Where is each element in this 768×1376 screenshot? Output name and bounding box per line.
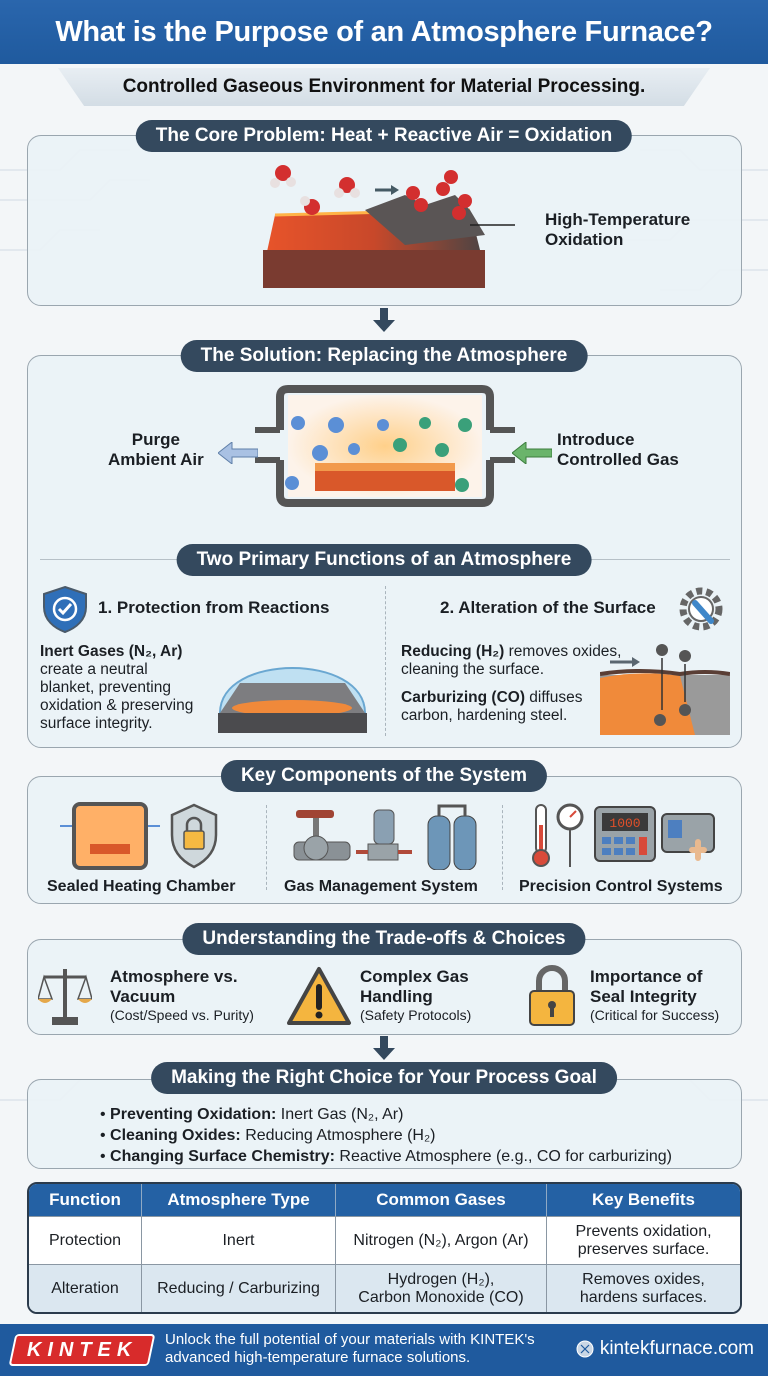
choice-bullet: • Changing Surface Chemistry: Reactive A… (100, 1148, 673, 1165)
warning-triangle-icon (287, 967, 351, 1025)
table-cell: Removes oxides,hardens surfaces. (547, 1264, 740, 1312)
controller-display: 1000 (609, 816, 640, 831)
purge-label: Purge Ambient Air (108, 430, 204, 469)
purge-arrow-icon (218, 442, 258, 464)
oxidation-illustration (263, 165, 515, 288)
table-cell: Alteration (29, 1264, 142, 1312)
introduce-label: Introduce Controlled Gas (557, 430, 679, 469)
solution-heading: The Solution: Replacing the Atmosphere (180, 340, 588, 372)
pressure-gauge-icon (556, 803, 584, 867)
table-header: Function (29, 1184, 142, 1216)
thermometer-icon (532, 804, 550, 867)
component-label-chamber: Sealed Heating Chamber (47, 878, 236, 895)
table-row: Alteration Reducing / Carburizing Hydrog… (29, 1264, 740, 1312)
kintek-logo[interactable]: KINTEK (8, 1334, 156, 1366)
components-divider-1 (266, 805, 267, 890)
choice-panel (27, 1079, 742, 1169)
shield-check-icon (43, 585, 87, 633)
comparison-table: Function Atmosphere Type Common Gases Ke… (27, 1182, 742, 1314)
choice-bullet-list: • Preventing Oxidation: Inert Gas (N₂, A… (100, 1104, 672, 1167)
page-subtitle: Controlled Gaseous Environment for Mater… (122, 76, 646, 97)
choice-bullet: • Cleaning Oxides: Reducing Atmosphere (… (100, 1127, 436, 1144)
protection-title: 1. Protection from Reactions (98, 598, 330, 617)
table-row: Protection Inert Nitrogen (N₂), Argon (A… (29, 1216, 740, 1264)
tradeoff-item-complex-gas: Complex Gas Handling (Safety Protocols) (360, 967, 472, 1023)
oxidation-callout: High-Temperature Oxidation (545, 210, 691, 249)
alteration-description: Reducing (H₂) removes oxides, cleaning t… (401, 643, 622, 724)
components-divider-2 (502, 805, 503, 890)
globe-icon (576, 1340, 594, 1358)
valve-icon (293, 810, 351, 861)
protection-description: Inert Gases (N₂, Ar) create a neutral bl… (40, 643, 194, 732)
table-cell: Inert (142, 1216, 336, 1264)
table-cell: Nitrogen (N₂), Argon (Ar) (336, 1216, 547, 1264)
table-cell: Prevents oxidation,preserves surface. (547, 1216, 740, 1264)
title-banner: What is the Purpose of an Atmosphere Fur… (0, 0, 768, 64)
introduce-arrow-icon (512, 442, 552, 464)
website-link[interactable]: kintekfurnace.com (576, 1338, 754, 1360)
balance-scale-icon (38, 969, 92, 1025)
regulator-icon (356, 809, 412, 861)
tradeoff-item-atmosphere-vs-vacuum: Atmosphere vs. Vacuum (Cost/Speed vs. Pu… (110, 967, 254, 1023)
table-cell: Protection (29, 1216, 142, 1264)
digital-controller-icon: 1000 (594, 806, 656, 862)
inert-dome-icon (218, 667, 367, 733)
functions-column-divider (385, 586, 386, 736)
table-header: Key Benefits (547, 1184, 740, 1216)
padlock-icon (529, 965, 575, 1026)
subtitle-banner: Controlled Gaseous Environment for Mater… (58, 68, 710, 106)
tradeoffs-heading: Understanding the Trade-offs & Choices (182, 923, 586, 955)
table-cell: Hydrogen (H₂),Carbon Monoxide (CO) (336, 1264, 547, 1312)
table-cell: Reducing / Carburizing (142, 1264, 336, 1312)
components-heading: Key Components of the System (220, 760, 548, 792)
arrow-down-icon (373, 1036, 395, 1060)
choice-heading: Making the Right Choice for Your Process… (151, 1062, 617, 1094)
footer-banner: KINTEK Unlock the full potential of your… (0, 1324, 768, 1376)
carbon-diffusion-icon (600, 644, 730, 735)
shield-lock-icon (170, 803, 218, 869)
furnace-chamber-icon (60, 802, 160, 870)
furnace-chamber-diagram (255, 385, 515, 507)
functions-heading: Two Primary Functions of an Atmosphere (176, 544, 592, 576)
arrow-down-icon (373, 308, 395, 332)
choice-bullet: • Preventing Oxidation: Inert Gas (N₂, A… (100, 1106, 404, 1123)
component-label-control: Precision Control Systems (519, 878, 723, 895)
touch-panel-icon (661, 813, 715, 861)
table-header-row: Function Atmosphere Type Common Gases Ke… (29, 1184, 740, 1216)
gas-cylinders-icon (427, 804, 477, 870)
table-header: Common Gases (336, 1184, 547, 1216)
tradeoff-item-seal-integrity: Importance of Seal Integrity (Critical f… (590, 967, 720, 1023)
component-label-gas: Gas Management System (284, 878, 478, 895)
core-problem-heading: The Core Problem: Heat + Reactive Air = … (135, 120, 633, 152)
tradeoffs-panel (27, 939, 742, 1035)
table-header: Atmosphere Type (142, 1184, 336, 1216)
page-title: What is the Purpose of an Atmosphere Fur… (55, 15, 713, 48)
alteration-title: 2. Alteration of the Surface (440, 598, 656, 617)
gear-wrench-icon (679, 587, 723, 631)
footer-tagline: Unlock the full potential of your materi… (165, 1331, 535, 1366)
